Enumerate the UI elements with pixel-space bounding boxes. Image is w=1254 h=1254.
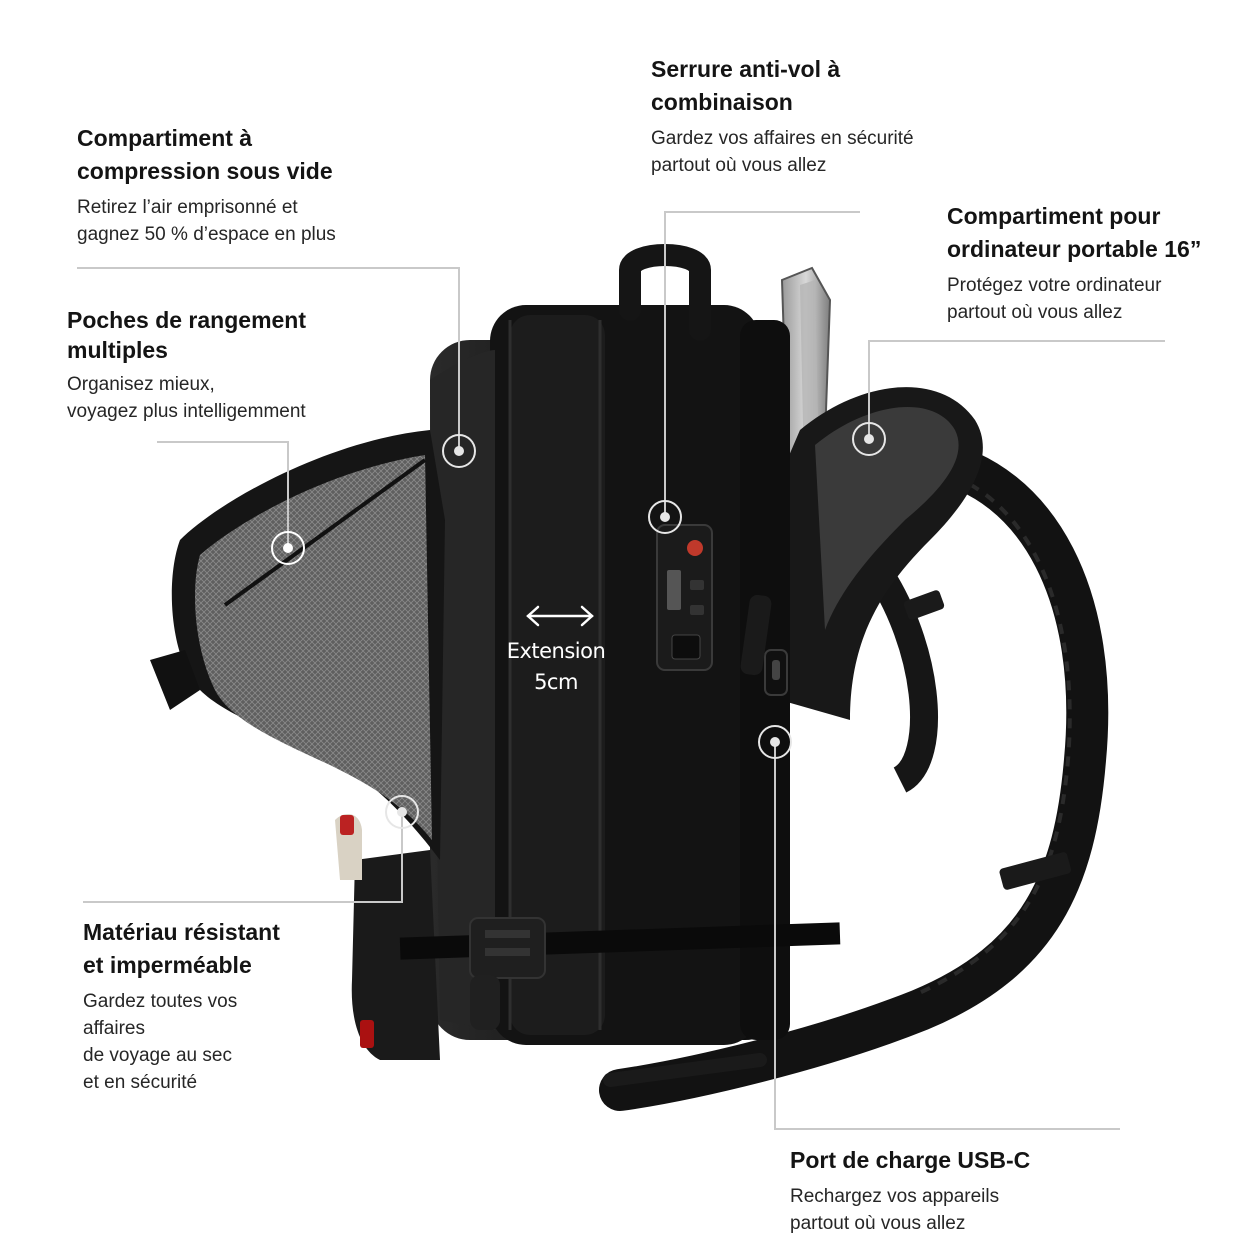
leader-line-lock	[664, 211, 860, 516]
marker-pockets-icon	[271, 531, 305, 565]
leader-line-pockets	[157, 441, 289, 547]
callout-text: Protégez votre ordinateur partout où vou…	[947, 275, 1162, 323]
callout-title: Matériau résistant et imperméable	[83, 919, 280, 978]
leader-line-laptop	[868, 340, 1165, 438]
extension-label-line1: Extension	[506, 639, 606, 663]
callout-compression: Compartiment à compression sous vide Ret…	[77, 122, 407, 248]
callout-usb: Port de charge USB-C Rechargez vos appar…	[790, 1144, 1120, 1237]
callout-title: Compartiment pour ordinateur portable 16…	[947, 203, 1202, 262]
callout-lock: Serrure anti-vol à combinaison Gardez vo…	[651, 53, 981, 179]
callout-title: Port de charge USB-C	[790, 1147, 1031, 1173]
extension-label-line2: 5cm	[534, 670, 578, 694]
leader-lines	[77, 211, 1165, 1130]
combination-lock	[656, 524, 713, 671]
mesh-pocket-flap	[150, 430, 445, 880]
laptop-compartment-flap	[770, 387, 983, 720]
callout-pockets: Poches de rangement multiples Organisez …	[67, 305, 387, 425]
callout-text: Rechargez vos appareils partout où vous …	[790, 1186, 1000, 1234]
shoulder-strap	[599, 439, 1109, 1111]
leader-line-usb	[774, 742, 1120, 1130]
double-arrow-icon	[526, 605, 594, 627]
callout-markers	[271, 422, 886, 829]
marker-material-icon	[385, 795, 419, 829]
callout-material: Matériau résistant et imperméable Gardez…	[83, 916, 383, 1096]
callout-title: Serrure anti-vol à combinaison	[651, 56, 841, 115]
usb-c-port	[740, 594, 788, 696]
callout-text: Gardez vos affaires en sécurité partout …	[651, 128, 914, 176]
callout-text: Gardez toutes vos affaires de voyage au …	[83, 991, 238, 1093]
extension-label: Extension 5cm	[500, 636, 612, 698]
marker-lock-icon	[648, 500, 682, 534]
callout-text: Organisez mieux, voyagez plus intelligem…	[67, 374, 306, 422]
callout-laptop: Compartiment pour ordinateur portable 16…	[947, 200, 1247, 326]
marker-compression-icon	[442, 434, 476, 468]
leader-line-compression	[77, 267, 460, 450]
callout-text: Retirez l’air emprisonné et gagnez 50 % …	[77, 197, 336, 245]
callout-title: Poches de rangement multiples	[67, 307, 307, 363]
leader-line-material	[83, 813, 403, 903]
callout-title: Compartiment à compression sous vide	[77, 125, 333, 184]
marker-usb-icon	[758, 725, 792, 759]
marker-laptop-icon	[852, 422, 886, 456]
